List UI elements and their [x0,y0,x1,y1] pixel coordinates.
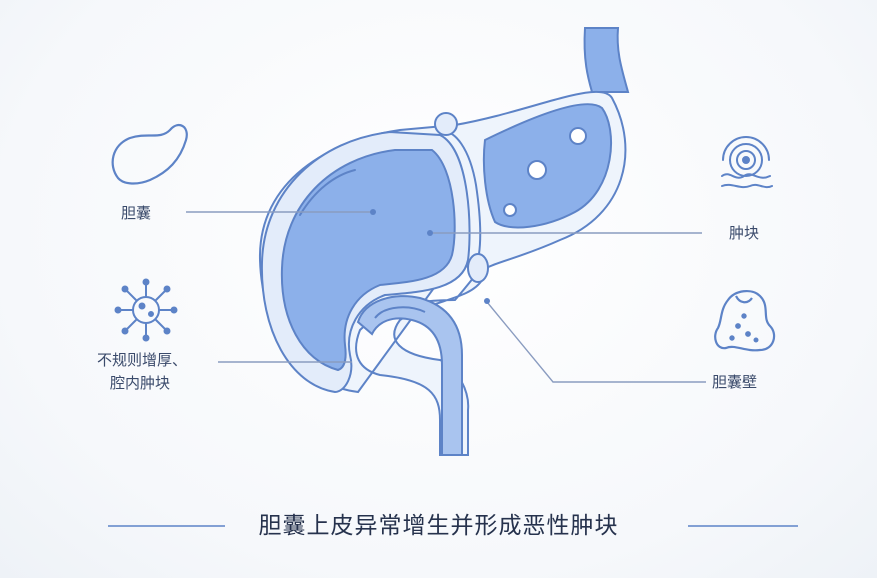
gallbladder-lumen [280,149,456,372]
leader-wall-dot [484,298,490,304]
side-nodule [467,253,489,283]
leader-wall [486,301,706,383]
label-irregular-line1: 不规则增厚、 [97,351,188,369]
leader-gallbladder-dot [370,209,376,215]
virus-icon [114,278,178,342]
leader-tumor-dot [427,230,433,236]
wave-signal-icon [721,136,773,189]
pear-shape-icon [111,123,188,185]
cell-cluster-icon [714,290,776,352]
label-wall: 胆囊壁 [712,373,758,391]
label-tumor: 肿块 [729,224,760,242]
label-irregular-line2: 腔内肿块 [110,374,171,392]
caption: 胆囊上皮异常增生并形成恶性肿块 [258,513,619,539]
label-gallbladder: 胆囊 [121,204,152,222]
upper-duct [583,27,630,93]
neck-tube [356,295,463,456]
tumor-bubble-1 [569,127,587,145]
lumen-highlight [299,169,356,216]
tumor-bubble-2 [527,160,547,180]
top-nodule [434,112,458,136]
neck-inner [374,306,426,319]
tumor-bubble-3 [503,203,517,217]
